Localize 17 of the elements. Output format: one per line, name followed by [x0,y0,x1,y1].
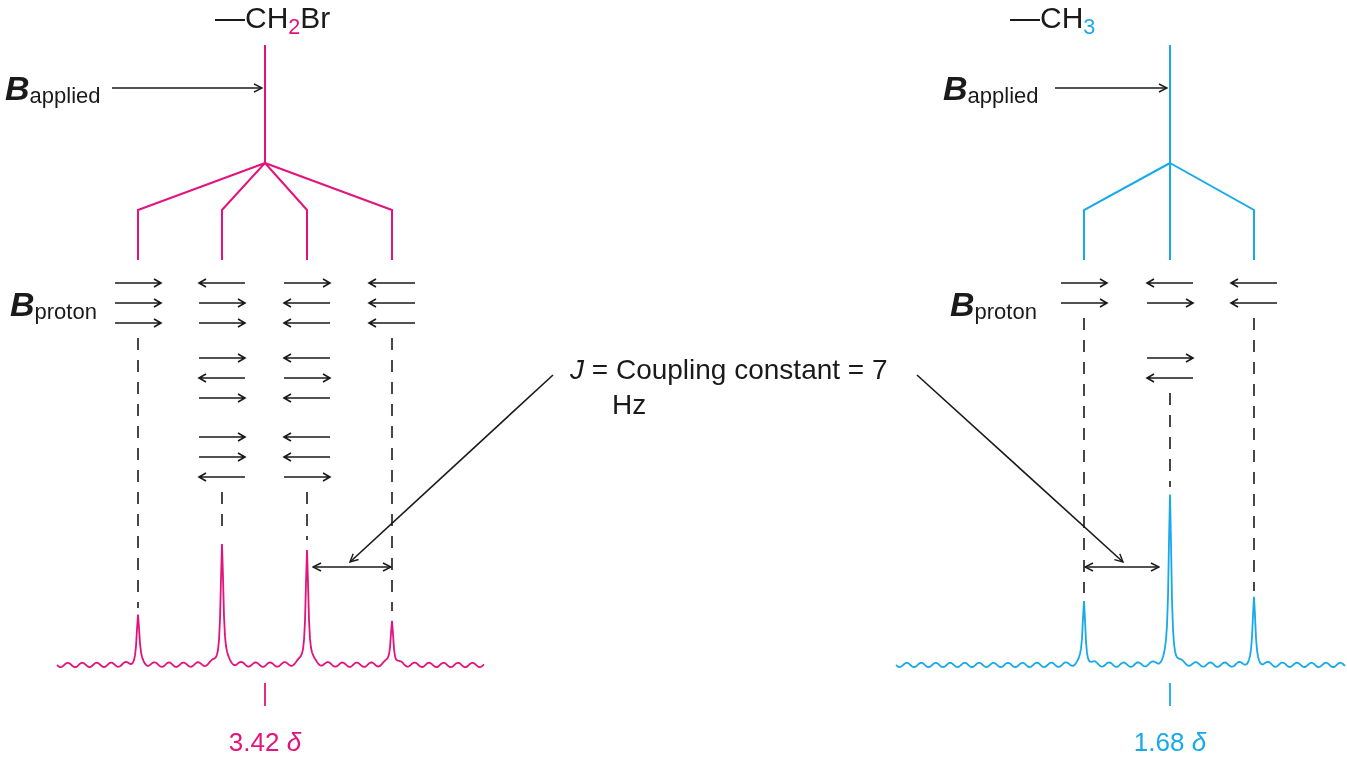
callout-text: J = Coupling constant = 7 Hz [570,352,912,422]
chemical-shift-label: 3.42 δ [228,727,302,758]
field-label: B$_{applied}$ [5,68,101,109]
arrow [111,83,263,93]
splitting-tree [1083,44,1255,261]
splitting-tree [137,44,393,261]
arrow [1054,83,1168,93]
arrow [349,374,554,563]
group-formula: —CH$_{2}$Br [215,0,331,36]
dimension-line [312,562,392,572]
group-formula: —CH$_{3}$ [1010,0,1096,36]
field-label: B$_{proton}$ [950,284,1037,325]
dimension-line [1084,562,1160,572]
chemical-shift-label: 1.68 δ [1133,727,1207,758]
field-label: B$_{proton}$ [10,284,97,325]
field-label: B$_{applied}$ [943,68,1039,109]
arrow [916,374,1124,563]
